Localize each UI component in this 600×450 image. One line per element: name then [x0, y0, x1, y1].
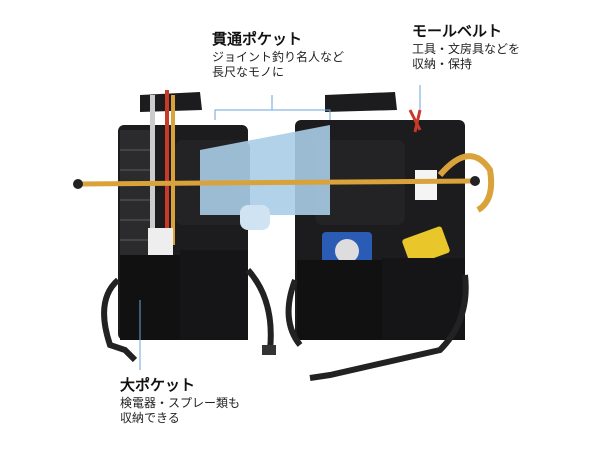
- water-bottle: [240, 205, 270, 230]
- molle-belt-desc-1: 工具・文房具などを: [412, 41, 521, 56]
- through-pocket-desc-1: ジョイント釣り名人など: [212, 49, 345, 64]
- through-pocket-desc-2: 長尺なモノに: [212, 65, 285, 80]
- through-pocket-callout: 貫通ポケット ジョイント釣り名人など 長尺なモノに: [212, 30, 344, 81]
- large-pocket-title: 大ポケット: [120, 376, 196, 394]
- large-pocket-desc-1: 検電器・スプレー類も: [120, 395, 241, 410]
- large-pocket-callout: 大ポケット 検電器・スプレー類も 収納できる: [120, 376, 240, 427]
- umbrella: [200, 125, 330, 215]
- joint-pole: [77, 178, 476, 187]
- large-pocket-desc-2: 収納できる: [120, 411, 180, 426]
- molle-belt-callout: モールベルト 工具・文房具などを 収納・保持: [412, 22, 520, 73]
- callout-lines: [139, 85, 421, 370]
- molle-belt-desc-2: 収納・保持: [412, 57, 473, 72]
- molle-belt-title: モールベルト: [412, 22, 503, 40]
- through-pocket-title: 貫通ポケット: [212, 30, 303, 48]
- umbrella-handle: [437, 153, 495, 213]
